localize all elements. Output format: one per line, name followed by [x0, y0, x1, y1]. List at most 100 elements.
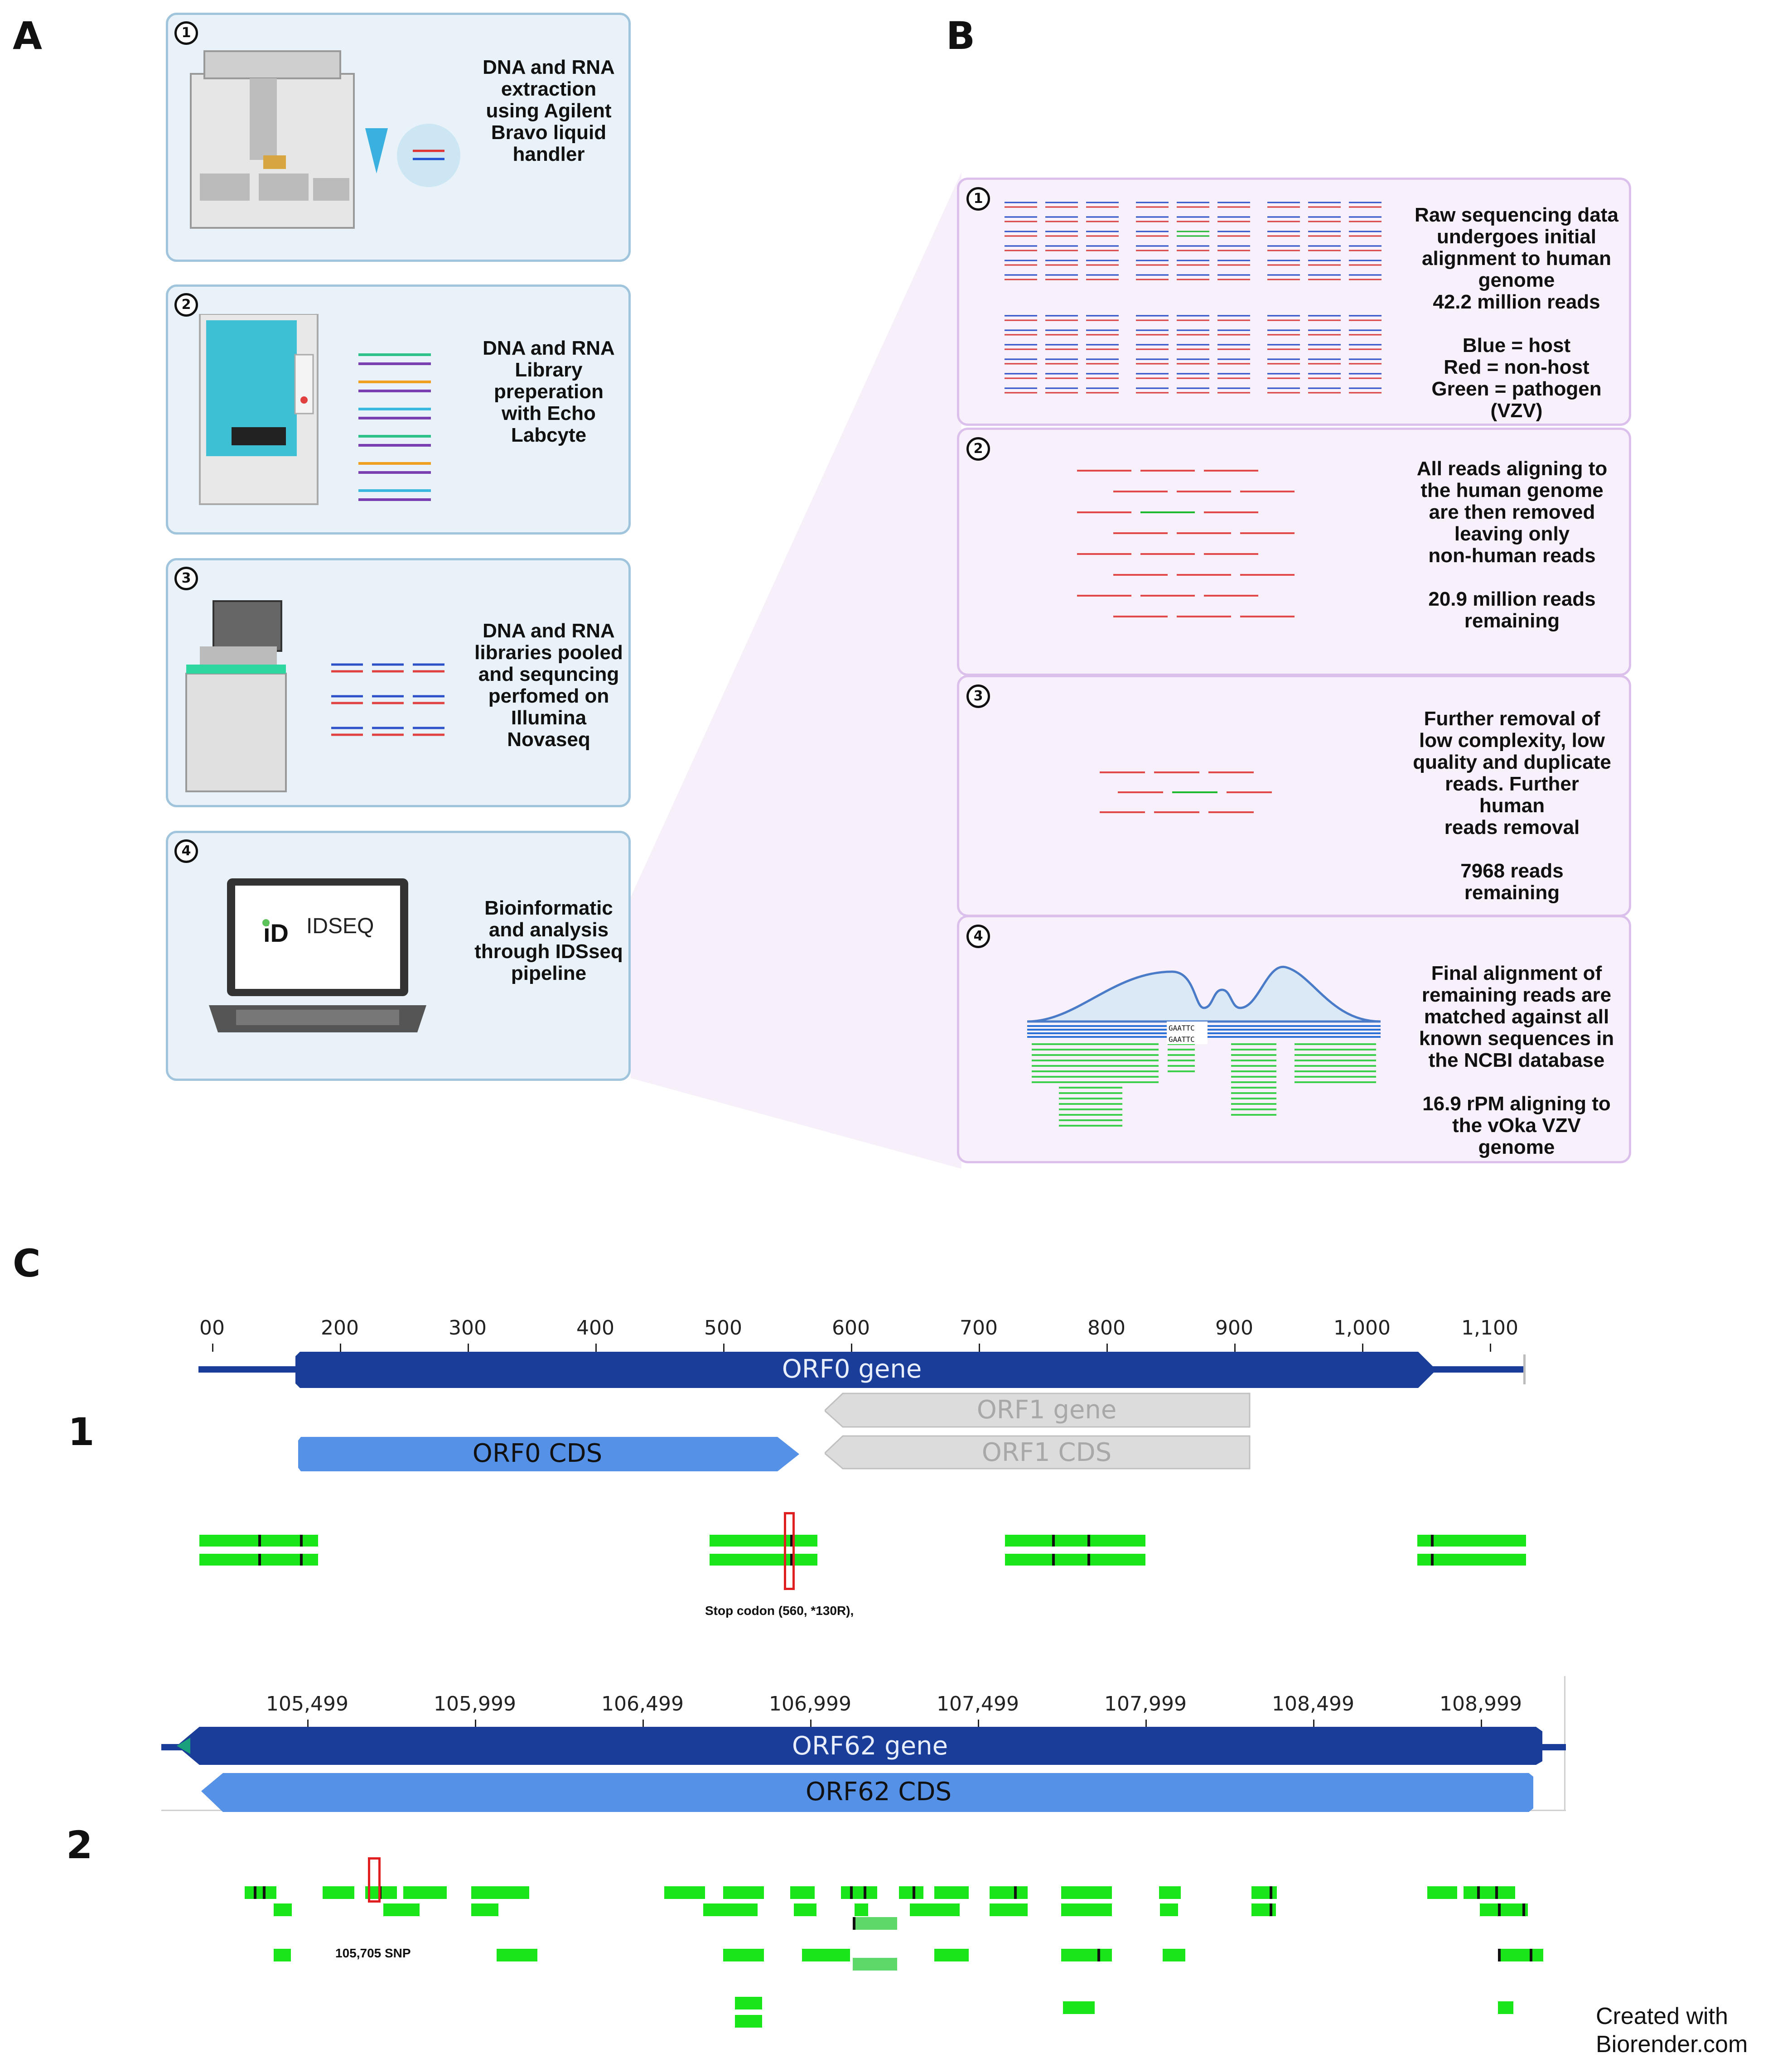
read-bar — [735, 1997, 762, 2009]
read-bar — [403, 1886, 447, 1899]
mismatch-mark — [1530, 1949, 1532, 1961]
step-number: 2 — [966, 437, 990, 461]
read-bar — [1417, 1554, 1526, 1566]
read-bar — [790, 1886, 815, 1899]
read-bar — [1063, 2001, 1095, 2014]
seq-bottom: GAATTC — [1169, 1035, 1195, 1044]
step-number: 2 — [174, 293, 198, 317]
axis-tick-label: 105,999 — [434, 1692, 516, 1715]
step-number: 4 — [174, 839, 198, 863]
mismatch-mark — [1270, 1903, 1272, 1916]
mismatch-mark — [864, 1886, 866, 1899]
step-a3-box: 3 DNA and RNA libraries pooled and sequn… — [166, 558, 631, 807]
axis-tick — [978, 1720, 979, 1728]
step-a3-text: DNA and RNA libraries pooled and sequnci… — [474, 620, 623, 751]
axis-tick-label: 200 — [321, 1316, 359, 1340]
read-bar — [1464, 1886, 1515, 1899]
stop-codon-highlight — [784, 1512, 795, 1590]
axis-tick-label: 500 — [704, 1316, 742, 1340]
axis-tick — [1106, 1344, 1108, 1352]
read-bar — [910, 1903, 960, 1916]
read-bar — [1005, 1535, 1145, 1547]
mismatch-mark — [790, 1535, 793, 1547]
raw-reads-illustration — [1005, 202, 1382, 394]
step-b4-box: 4 GAATTC GAATTC Final alignment of remai… — [957, 915, 1631, 1163]
axis-tick — [307, 1720, 309, 1728]
track-1-label: 1 — [68, 1410, 95, 1454]
axis-tick-label: 700 — [960, 1316, 998, 1340]
seq-top: GAATTC — [1169, 1024, 1195, 1032]
axis-tick-label: 300 — [449, 1316, 487, 1340]
axis-tick-label: 107,499 — [937, 1692, 1019, 1715]
step-b3-text: Further removal of low complexity, low q… — [1413, 708, 1611, 904]
mismatch-mark — [1522, 1903, 1525, 1916]
alignment-coverage-illustration: GAATTC GAATTC — [1027, 965, 1381, 1127]
step-b1-text: Raw sequencing data undergoes initial al… — [1415, 204, 1618, 422]
step-b2-text: All reads aligning to the human genome a… — [1416, 458, 1608, 632]
read-bar — [488, 1886, 529, 1899]
read-bar — [1160, 1903, 1178, 1916]
read-bar — [934, 1886, 969, 1899]
mismatch-mark — [263, 1886, 266, 1899]
read-bar — [1251, 1903, 1276, 1916]
zoom-connector — [631, 172, 961, 1169]
read-bar — [323, 1886, 354, 1899]
mismatch-mark — [913, 1886, 915, 1899]
read-bar — [1005, 1554, 1145, 1566]
step-number: 3 — [174, 567, 198, 590]
mismatch-mark — [1498, 1949, 1501, 1961]
orf1-cds-label: ORF1 CDS — [981, 1437, 1112, 1467]
read-bar — [794, 1903, 816, 1916]
axis-tick — [723, 1344, 725, 1352]
step-a1-text: DNA and RNA extraction using Agilent Bra… — [483, 56, 615, 165]
mismatch-mark — [1270, 1886, 1272, 1899]
read-bar — [990, 1903, 1028, 1916]
axis-tick — [851, 1344, 852, 1352]
read-bar — [1159, 1886, 1181, 1899]
read-bar — [1480, 1903, 1528, 1916]
read-bar — [802, 1949, 850, 1961]
step-a4-text: Bioinformatic and analysis through IDSse… — [474, 897, 623, 984]
read-bar — [990, 1886, 1028, 1899]
axis-tick — [212, 1344, 213, 1352]
step-b4-text: Final alignment of remaining reads are m… — [1419, 962, 1614, 1158]
read-bar — [245, 1886, 276, 1899]
read-bar — [853, 1958, 897, 1971]
read-bar — [365, 1886, 397, 1899]
orf1-gene-label: ORF1 gene — [976, 1395, 1117, 1425]
orf62-cds-feature — [201, 1773, 1533, 1812]
panel-label-a: A — [13, 14, 43, 58]
read-bar — [274, 1903, 292, 1916]
mismatch-mark — [258, 1535, 261, 1547]
read-bar — [1061, 1903, 1112, 1916]
axis-tick — [1481, 1720, 1482, 1728]
step-a4-box: 4 iD IDSEQ Bioinformatic and analysis th… — [166, 831, 631, 1081]
axis-tick — [340, 1344, 341, 1352]
axis-tick-label: 900 — [1215, 1316, 1253, 1340]
orf62-gene-feature — [177, 1727, 1542, 1765]
mismatch-mark — [1431, 1535, 1434, 1547]
biorender-credit: Created with Biorender.com — [1596, 2003, 1748, 2058]
axis-tick-label: 106,999 — [769, 1692, 851, 1715]
snp-highlight — [368, 1857, 381, 1903]
read-bar — [383, 1903, 420, 1916]
read-bar — [1427, 1886, 1457, 1899]
read-bar — [274, 1949, 291, 1961]
read-bar — [1251, 1886, 1277, 1899]
step-number: 4 — [966, 925, 990, 948]
orf1-features — [825, 1393, 1251, 1470]
mismatch-mark — [254, 1886, 256, 1899]
mismatch-mark — [300, 1535, 303, 1547]
orf62-gene-label: ORF62 gene — [792, 1731, 948, 1761]
axis-tick — [595, 1344, 597, 1352]
track-1-end-marker — [1523, 1354, 1526, 1384]
read-bar — [723, 1949, 764, 1961]
read-bar — [703, 1903, 758, 1916]
mismatch-mark — [1087, 1535, 1090, 1547]
read-bar — [497, 1949, 537, 1961]
liquid-handler-illustration — [190, 50, 460, 229]
step-number: 1 — [966, 187, 990, 211]
mismatch-mark — [300, 1554, 303, 1566]
read-bar — [1498, 2001, 1513, 2014]
orf0-gene-label: ORF0 gene — [782, 1354, 922, 1384]
